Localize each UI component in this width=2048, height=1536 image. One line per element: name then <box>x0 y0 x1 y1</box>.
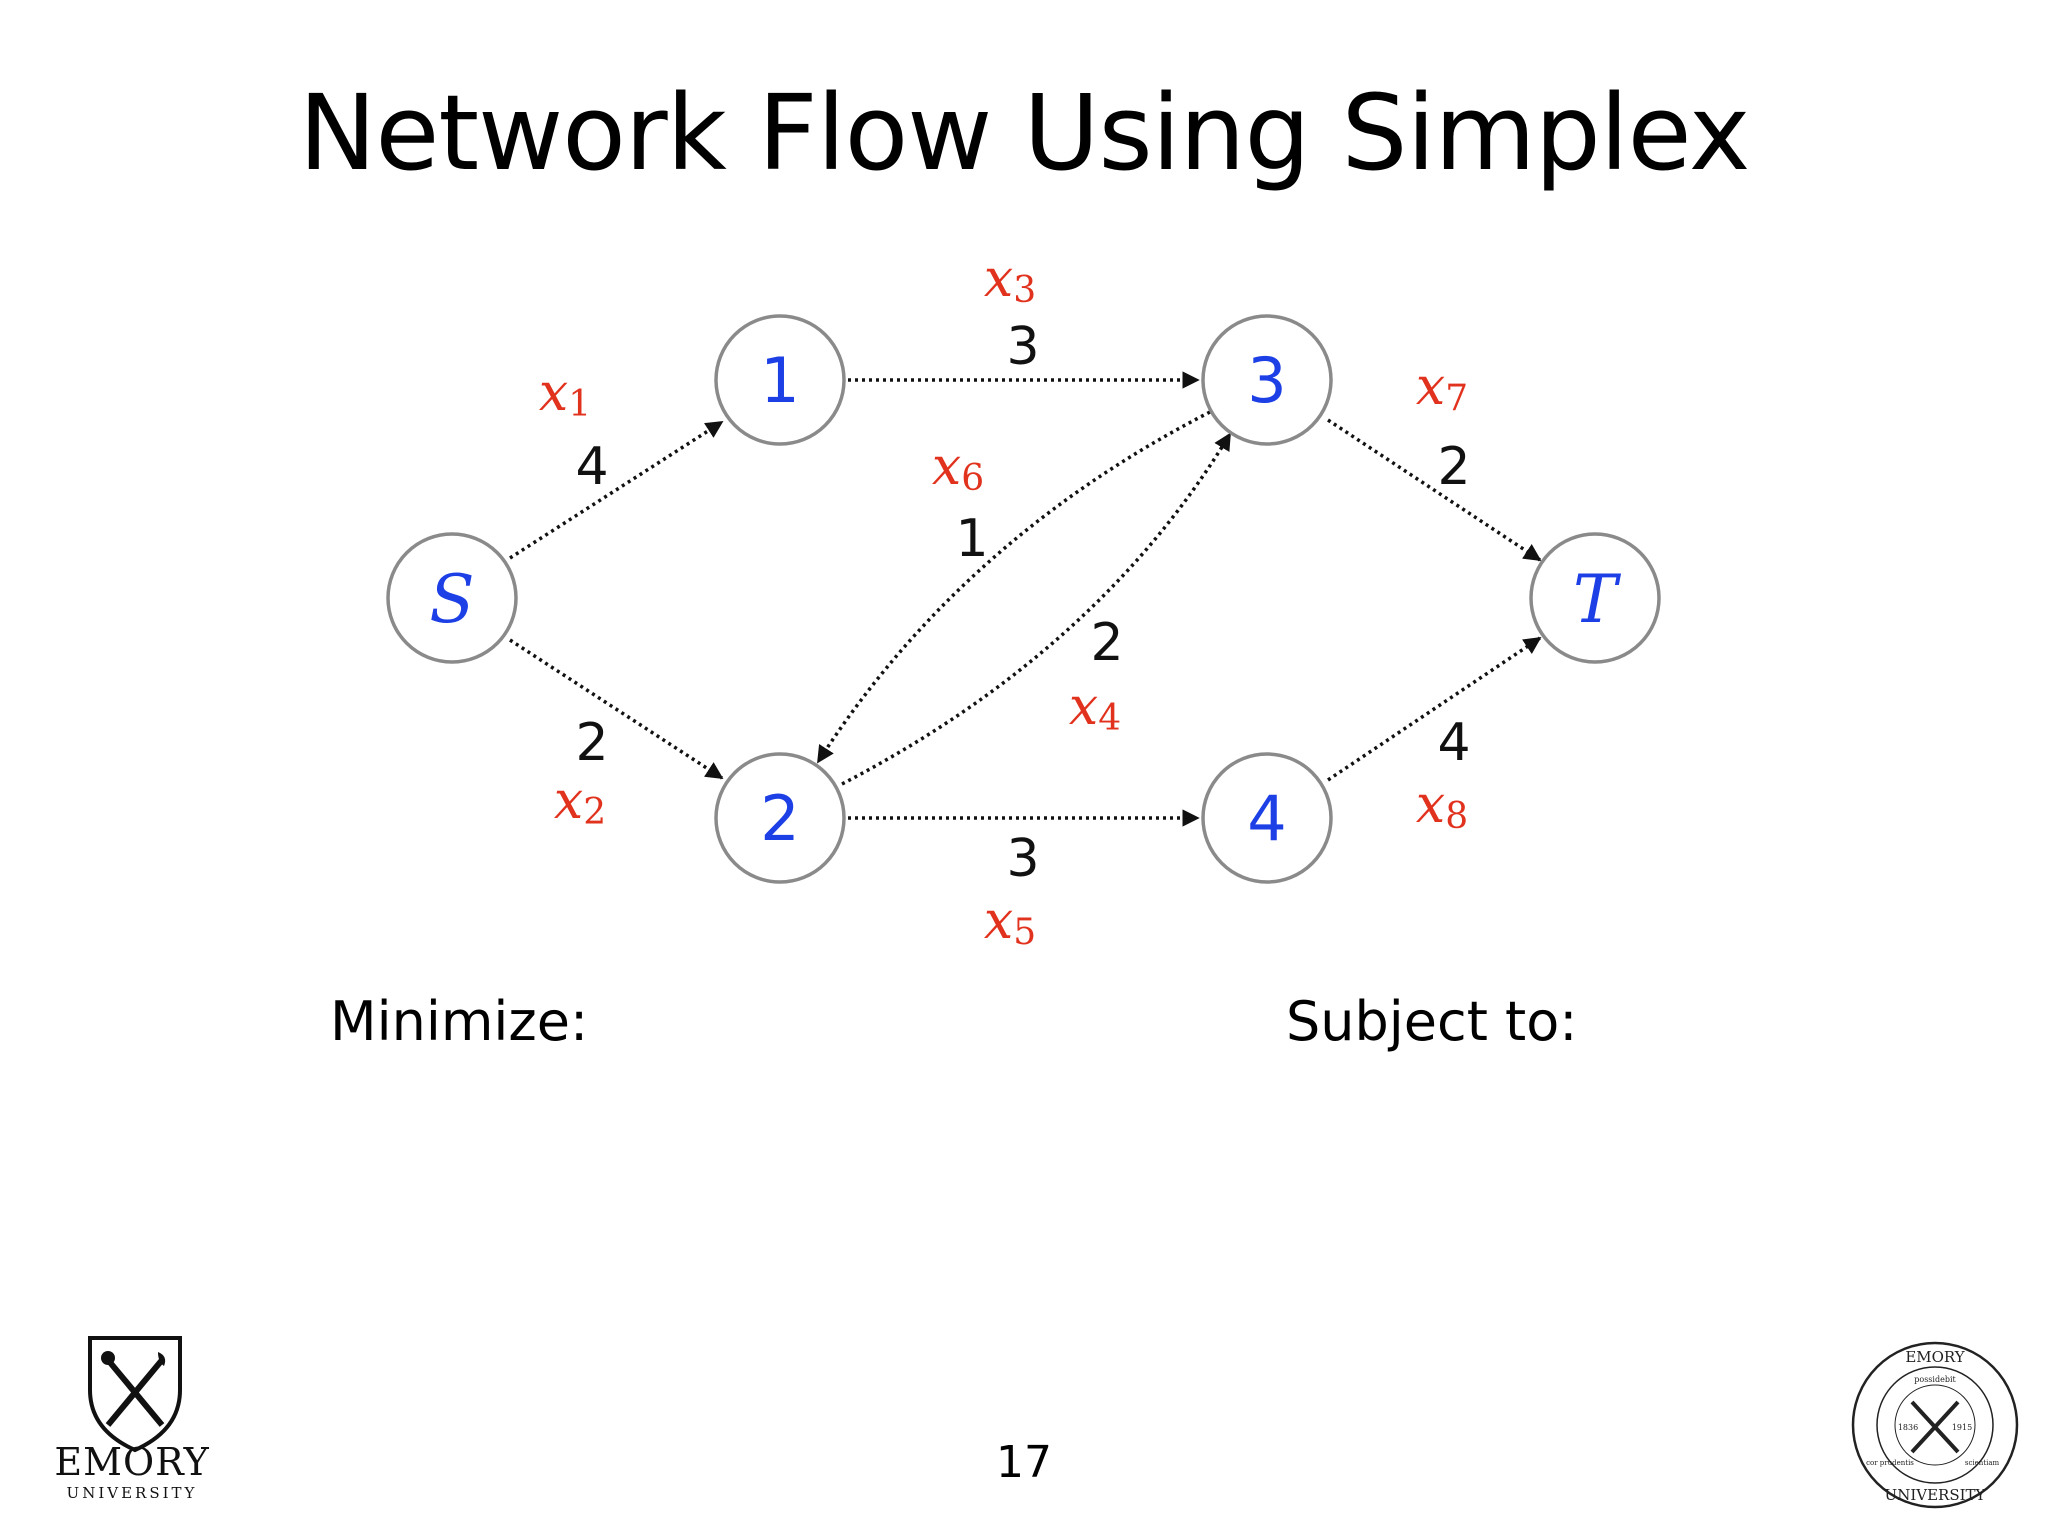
edge-2-3 <box>841 432 1232 786</box>
edge-3-2 <box>816 410 1211 764</box>
node-2-label: 2 <box>760 782 799 855</box>
edge-4-t <box>1327 636 1542 782</box>
edge-s-2-var: x2 <box>554 771 606 833</box>
seal-bottom-text: UNIVERSITY <box>1885 1486 1987 1504</box>
edge-2-4-capacity: 3 <box>1006 829 1039 889</box>
emory-wordmark: EMORY <box>54 1440 210 1484</box>
edge-2-3-var: x4 <box>1069 677 1121 739</box>
node-1: 1 <box>714 314 846 446</box>
node-1-label: 1 <box>760 344 799 417</box>
seal-motto-text: possidebit <box>1914 1375 1956 1384</box>
edge-2-4-var: x5 <box>984 891 1036 953</box>
seal-year-right: 1915 <box>1952 1423 1972 1432</box>
slide-title: Network Flow Using Simplex <box>298 72 1751 194</box>
emory-wordmark-sub: UNIVERSITY <box>66 1484 198 1502</box>
edge-s-2 <box>509 638 724 780</box>
page-number: 17 <box>996 1437 1052 1488</box>
edge-4-t-var: x8 <box>1416 775 1468 837</box>
node-2: 2 <box>714 752 846 884</box>
node-3-label: 3 <box>1247 344 1286 417</box>
node-t: T <box>1529 532 1661 664</box>
edge-3-t <box>1327 418 1542 562</box>
edge-s-1-var: x1 <box>539 363 591 425</box>
seal-right-word: scientiam <box>1965 1459 2000 1467</box>
emory-seal-logo: EMORY UNIVERSITY possidebit 1836 1915 co… <box>1851 1341 2019 1509</box>
node-3: 3 <box>1201 314 1333 446</box>
node-s: S <box>386 532 518 664</box>
seal-left-word: cor prudentis <box>1866 1459 1914 1467</box>
edge-3-t-capacity: 2 <box>1437 437 1470 497</box>
edge-4-t-capacity: 4 <box>1437 713 1470 773</box>
edge-s-2-capacity: 2 <box>575 713 608 773</box>
node-4: 4 <box>1201 752 1333 884</box>
subject-to-label: Subject to: <box>1286 990 1578 1053</box>
edge-3-2-var: x6 <box>932 437 984 499</box>
edge-1-3-capacity: 3 <box>1006 317 1039 377</box>
node-t-label: T <box>1573 561 1622 638</box>
edge-s-1 <box>509 420 724 560</box>
edge-2-3-capacity: 2 <box>1090 613 1123 673</box>
seal-top-text: EMORY <box>1905 1348 1965 1366</box>
seal-year-left: 1836 <box>1898 1423 1918 1432</box>
edge-3-2-capacity: 1 <box>955 509 988 569</box>
edge-1-3-var: x3 <box>984 249 1036 311</box>
edge-s-1-capacity: 4 <box>575 437 608 497</box>
node-s-label: S <box>429 561 474 638</box>
minimize-label: Minimize: <box>330 990 589 1053</box>
node-4-label: 4 <box>1247 782 1286 855</box>
edge-3-t-var: x7 <box>1416 357 1468 419</box>
emory-shield-logo <box>88 1336 182 1453</box>
